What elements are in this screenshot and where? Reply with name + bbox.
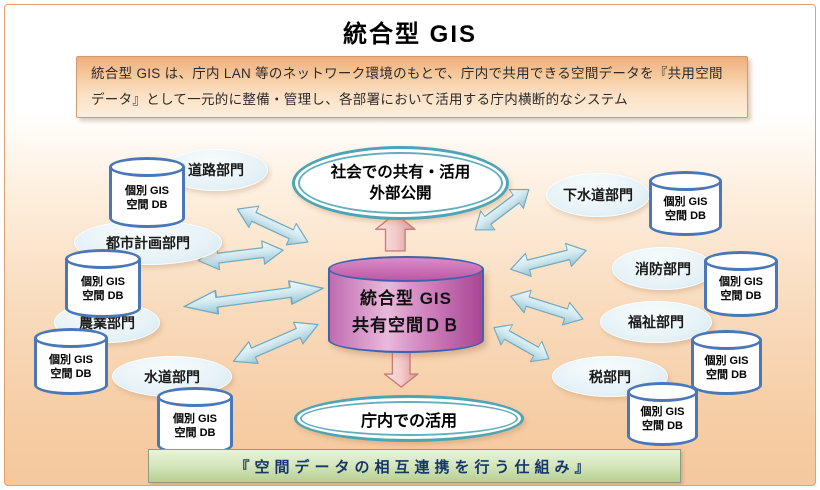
individual-db-line1: 個別 GIS [80,275,125,288]
individual-db-line2: 空間 DB [706,368,747,381]
individual-db-line1: 個別 GIS [48,353,93,366]
dept-label: 都市計画部門 [106,234,190,251]
arrow-tax-hub [487,316,556,370]
description-text: 統合型 GIS は、庁内 LAN 等のネットワーク環境のもとで、庁内で共用できる… [91,66,723,107]
description-box: 統合型 GIS は、庁内 LAN 等のネットワーク環境のもとで、庁内で共用できる… [76,56,748,118]
diagram-canvas: 統合型 GIS 統合型 GIS は、庁内 LAN 等のネットワーク環境のもとで、… [4,4,816,486]
individual-db-line1: 個別 GIS [640,406,685,418]
individual-db-line1: 個別 GIS [124,184,169,197]
arrow-agriculture-hub [181,275,326,320]
footer-banner-label: 『空間データの相互連携を行う仕組み』 [234,458,595,476]
individual-db-line1: 個別 GIS [718,276,763,288]
individual-db-line2: 空間 DB [720,290,762,302]
internal-use-ellipse: 庁内での活用 [294,395,524,442]
individual-db-line2: 空間 DB [174,427,216,439]
shared-db-cylinder-body [328,269,484,353]
individual-db-cylinder-tax: 個別 GIS 空間 DB [627,382,698,446]
arrow-welfare-hub [506,284,588,331]
arrow-fire-hub [507,238,590,282]
dept-label: 道路部門 [188,162,244,178]
individual-db-line2: 空間 DB [665,209,706,222]
individual-db-line1: 個別 GIS [172,413,217,425]
public-sharing-line1: 社会での共有・活用 [330,164,471,181]
dept-ellipse-fire: 消防部門 [612,247,714,290]
individual-db-line1: 個別 GIS [704,354,749,367]
dept-label: 下水道部門 [563,187,633,203]
dept-ellipse-welfare: 福祉部門 [600,301,712,343]
individual-db-cylinder-water: 個別 GIS 空間 DB [157,387,233,455]
footer-banner: 『空間データの相互連携を行う仕組み』 [148,449,681,483]
public-sharing-ellipse: 社会での共有・活用 外部公開 [292,146,509,220]
shared-db-cylinder: 統合型 GIS 共有空間ＤＢ [328,256,484,353]
dept-label: 水道部門 [144,368,200,385]
individual-db-line2: 空間 DB [50,367,92,380]
public-sharing-line2: 外部公開 [369,185,432,202]
shared-db-line2: 共有空間ＤＢ [352,315,460,335]
shared-db-line1: 統合型 GIS [359,288,452,308]
dept-label: 消防部門 [635,260,691,277]
page-title: 統合型 GIS [342,21,477,48]
individual-db-line2: 空間 DB [126,198,168,211]
arrow-roads-hub [231,197,314,254]
individual-db-line2: 空間 DB [642,420,683,432]
dept-ellipse-sewage: 下水道部門 [546,173,650,217]
dept-label: 農業部門 [79,314,135,331]
shared-db-cylinder-top [328,256,484,282]
arrow-water-hub [228,313,324,373]
individual-db-line2: 空間 DB [82,289,124,302]
dept-label: 福祉部門 [628,314,684,330]
individual-db-line1: 個別 GIS [663,195,708,208]
internal-use-label: 庁内での活用 [360,412,457,430]
individual-db-cylinder-fire: 個別 GIS 空間 DB [704,251,778,317]
dept-label: 税部門 [589,368,631,385]
